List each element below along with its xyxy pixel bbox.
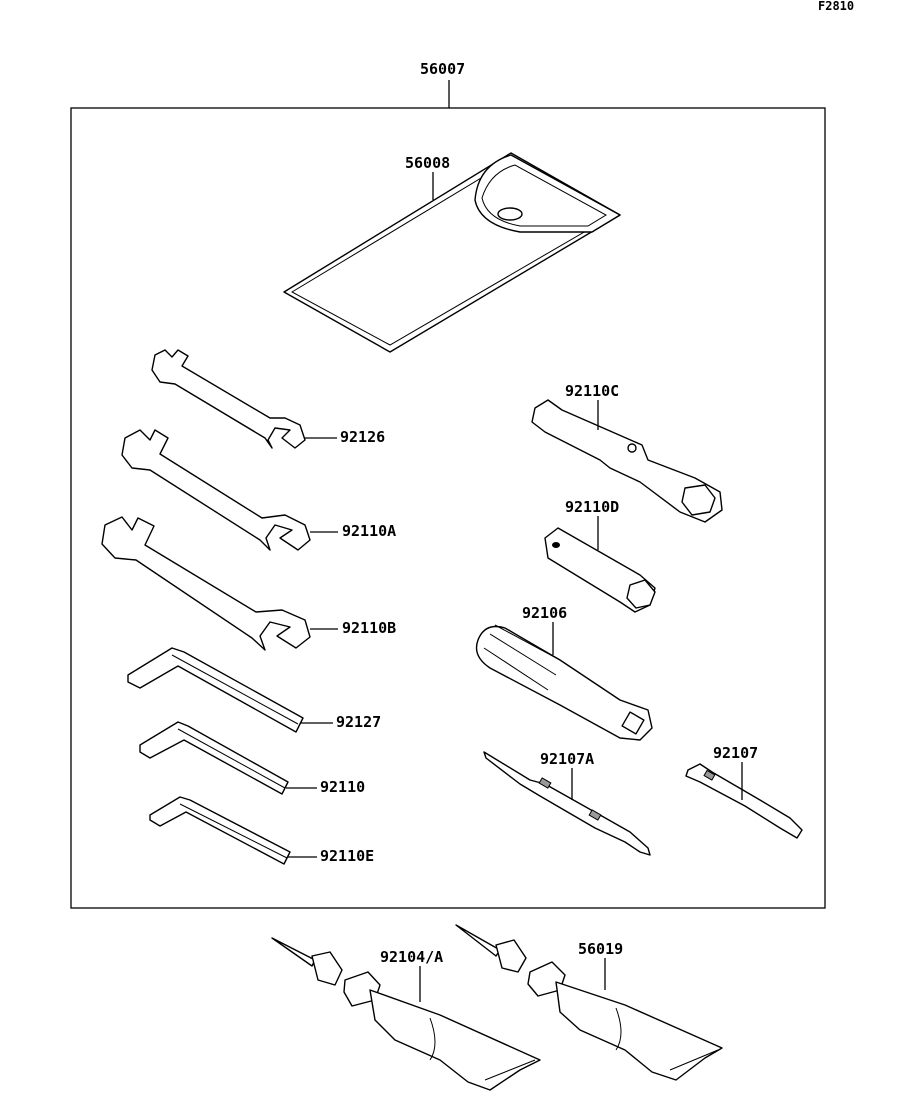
box-wrench-92110C [531,399,723,523]
label-92107: 92107 [713,744,758,762]
wrench-92126 [151,349,306,449]
wrench-92110B [101,516,311,651]
label-92104A: 92104/A [380,948,443,966]
driver-bit-92107 [685,763,803,839]
label-56008: 56008 [405,154,450,172]
grease-tube-56019 [455,924,723,1081]
label-92110D: 92110D [565,498,619,516]
box-wrench-92110D [544,527,656,613]
tool-bag [283,152,621,353]
hex-key-92110 [139,721,289,795]
tool-kit-frame [70,107,826,909]
label-92106: 92106 [522,604,567,622]
label-92110C: 92110C [565,382,619,400]
wrench-92110A [121,429,311,551]
label-56019: 56019 [578,940,623,958]
label-92107A: 92107A [540,750,594,768]
label-56007: 56007 [420,60,465,78]
screwdriver-handle-92106 [475,624,653,741]
label-92110: 92110 [320,778,365,796]
figure-code: F2810 [818,0,854,13]
label-92126: 92126 [340,428,385,446]
label-92110E: 92110E [320,847,374,865]
label-92127: 92127 [336,713,381,731]
hex-key-92127 [127,647,304,733]
label-92110B: 92110B [342,619,396,637]
hex-key-92110E [149,796,291,865]
grease-tube-92104A [271,937,541,1091]
label-92110A: 92110A [342,522,396,540]
driver-bit-92107A [483,751,651,856]
